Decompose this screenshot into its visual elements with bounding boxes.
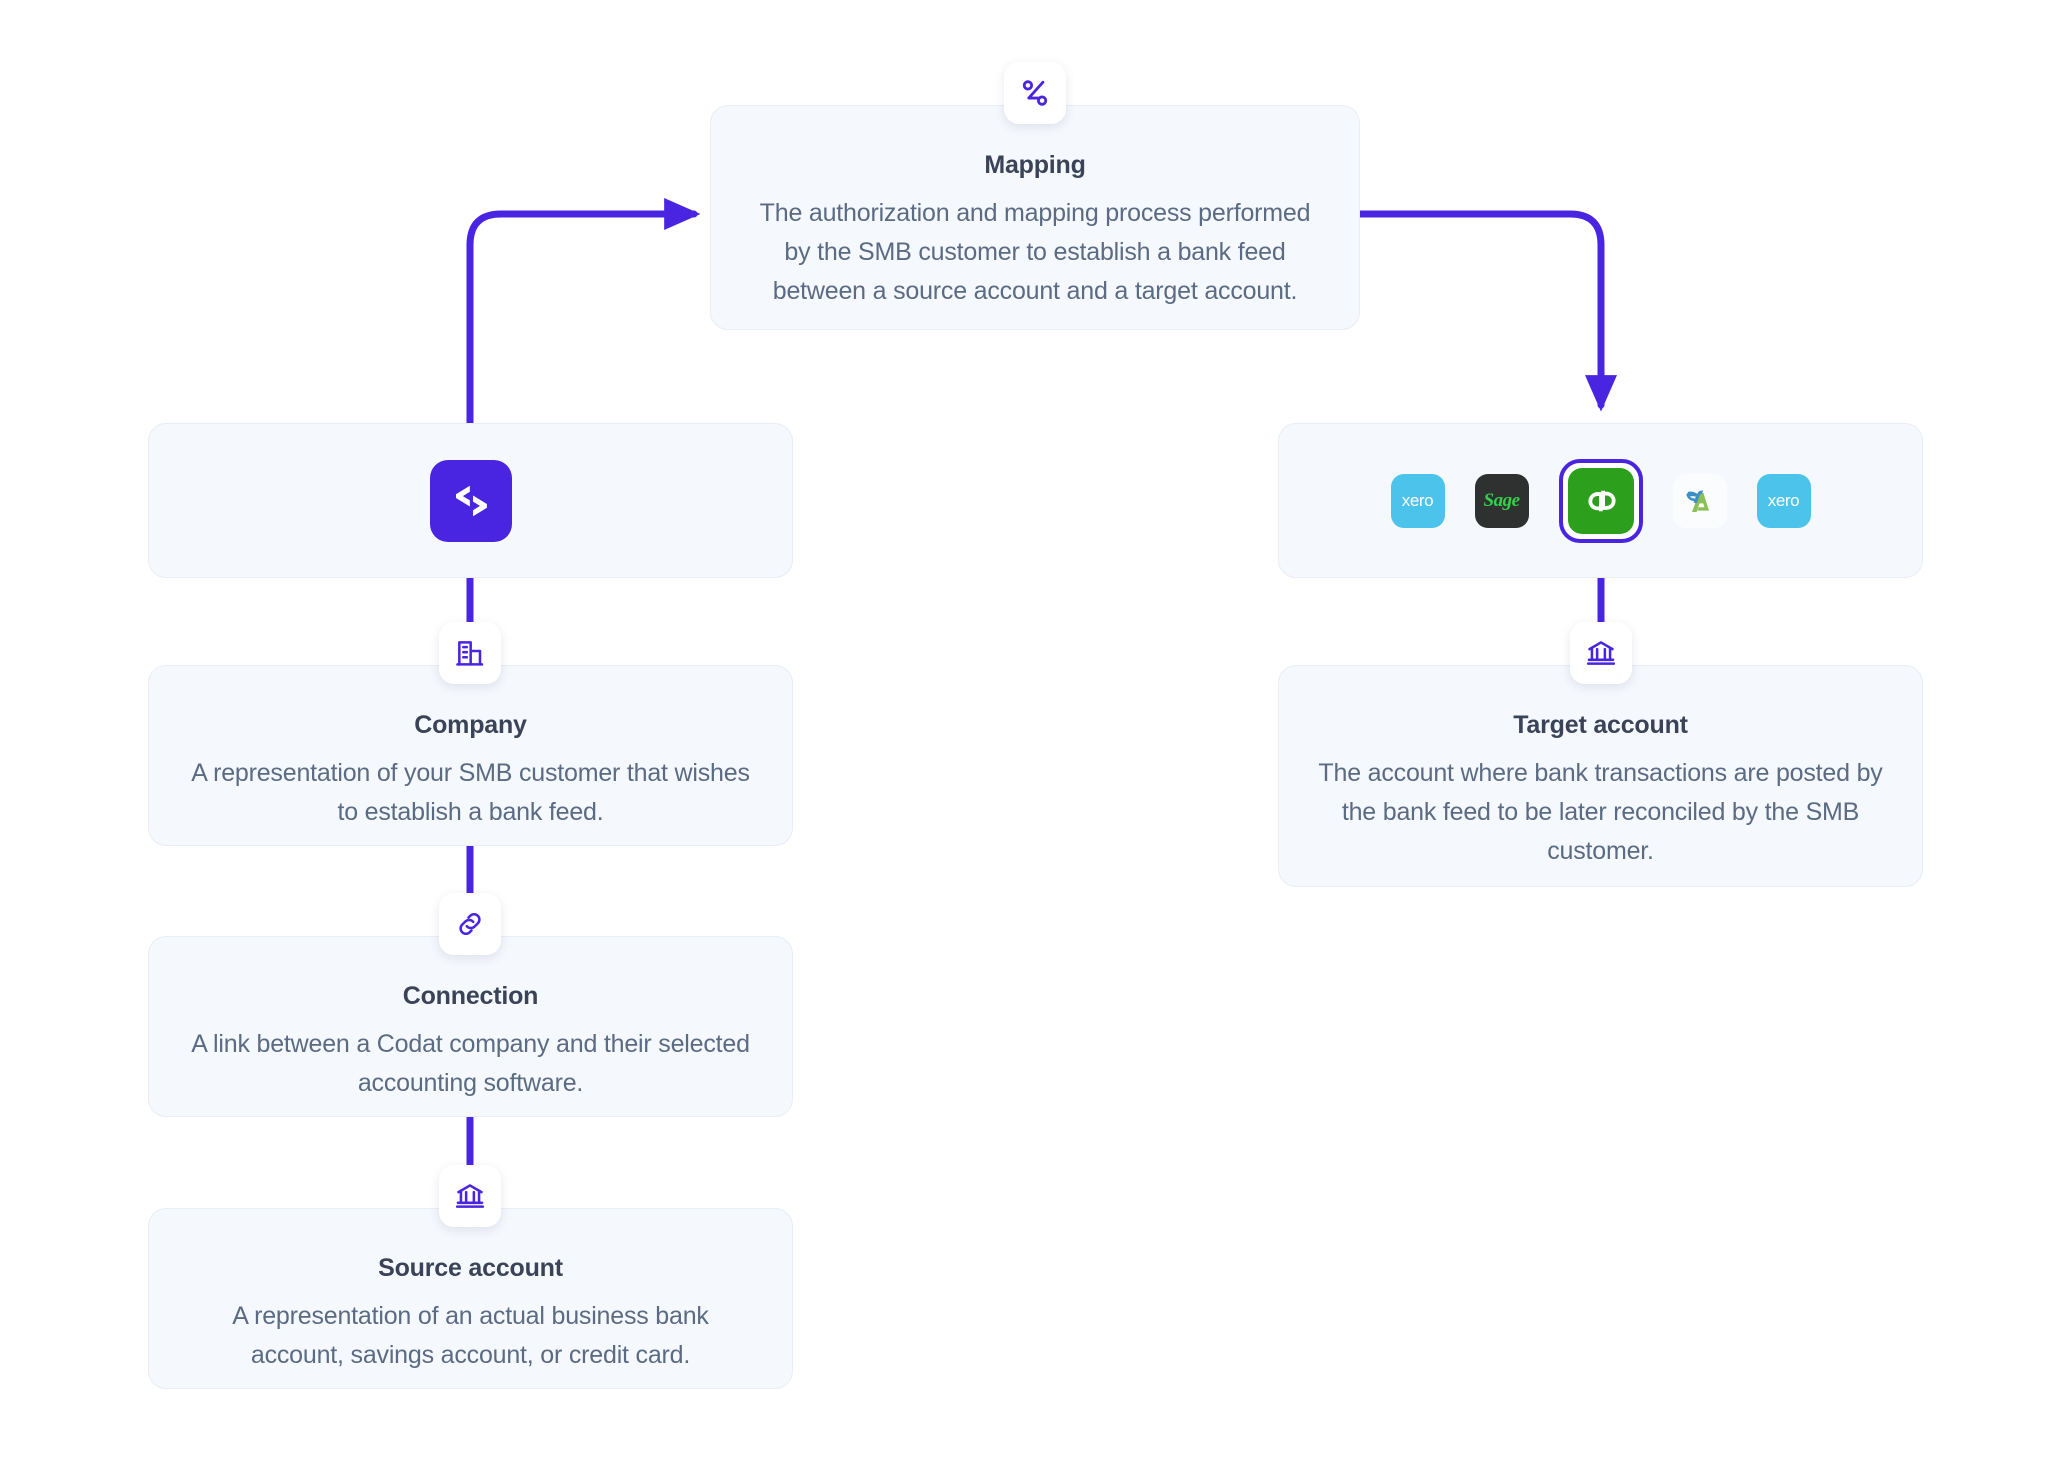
connector-codat-to-mapping: [466, 197, 701, 427]
connection-icon-badge: [439, 893, 501, 955]
company-description: A representation of your SMB customer th…: [191, 759, 750, 826]
connection-description: A link between a Codat company and their…: [191, 1030, 750, 1097]
target-account-icon-badge: [1570, 622, 1632, 684]
mapping-percent-icon: [1022, 80, 1048, 106]
codat-logo-icon: [429, 459, 512, 542]
bank-building-icon: [455, 1184, 485, 1208]
sage-wordmark: Sage: [1483, 489, 1521, 511]
connector-mapping-to-platforms: [1356, 210, 1618, 412]
freeagent-icon: [1685, 490, 1709, 512]
quickbooks-qb-icon: [1587, 490, 1616, 511]
accounting-platforms-container: xero Sage xero: [1278, 423, 1923, 578]
xero-wordmark: xero: [1401, 490, 1434, 510]
source-account-icon-badge: [439, 1165, 501, 1227]
platform-logo-row: xero Sage xero: [1390, 458, 1811, 543]
connection-title: Connection: [402, 982, 539, 1010]
platform-logo-xero-2[interactable]: xero: [1756, 473, 1811, 528]
platform-logo-freeagent[interactable]: [1672, 473, 1727, 528]
company-icon-badge: [439, 622, 501, 684]
codat-brackets-icon: [455, 485, 487, 516]
platform-logo-sage[interactable]: Sage: [1474, 473, 1529, 528]
platform-logo-quickbooks-selected[interactable]: [1558, 458, 1643, 543]
chain-link-icon: [459, 912, 481, 936]
codat-logo-container: [148, 423, 793, 578]
card-mapping: Mapping The authorization and mapping pr…: [710, 105, 1360, 330]
mapping-icon-badge: [1004, 62, 1066, 124]
mapping-title: Mapping: [984, 151, 1086, 179]
target-account-description: The account where bank transactions are …: [1318, 759, 1883, 865]
xero-wordmark-2: xero: [1767, 490, 1800, 510]
platform-logo-xero[interactable]: xero: [1390, 473, 1445, 528]
source-account-description: A representation of an actual business b…: [232, 1302, 709, 1369]
card-source-account: Source account A representation of an ac…: [148, 1208, 793, 1389]
card-target-account: Target account The account where bank tr…: [1278, 665, 1923, 887]
target-account-title: Target account: [1513, 711, 1688, 739]
quickbooks-tile: [1567, 467, 1634, 534]
source-account-title: Source account: [378, 1254, 563, 1282]
company-title: Company: [414, 711, 527, 739]
mapping-description: The authorization and mapping process pe…: [759, 199, 1311, 305]
card-connection: Connection A link between a Codat compan…: [148, 936, 793, 1117]
bank-building-icon: [1586, 641, 1616, 665]
card-company: Company A representation of your SMB cus…: [148, 665, 793, 846]
office-building-icon: [456, 641, 484, 666]
